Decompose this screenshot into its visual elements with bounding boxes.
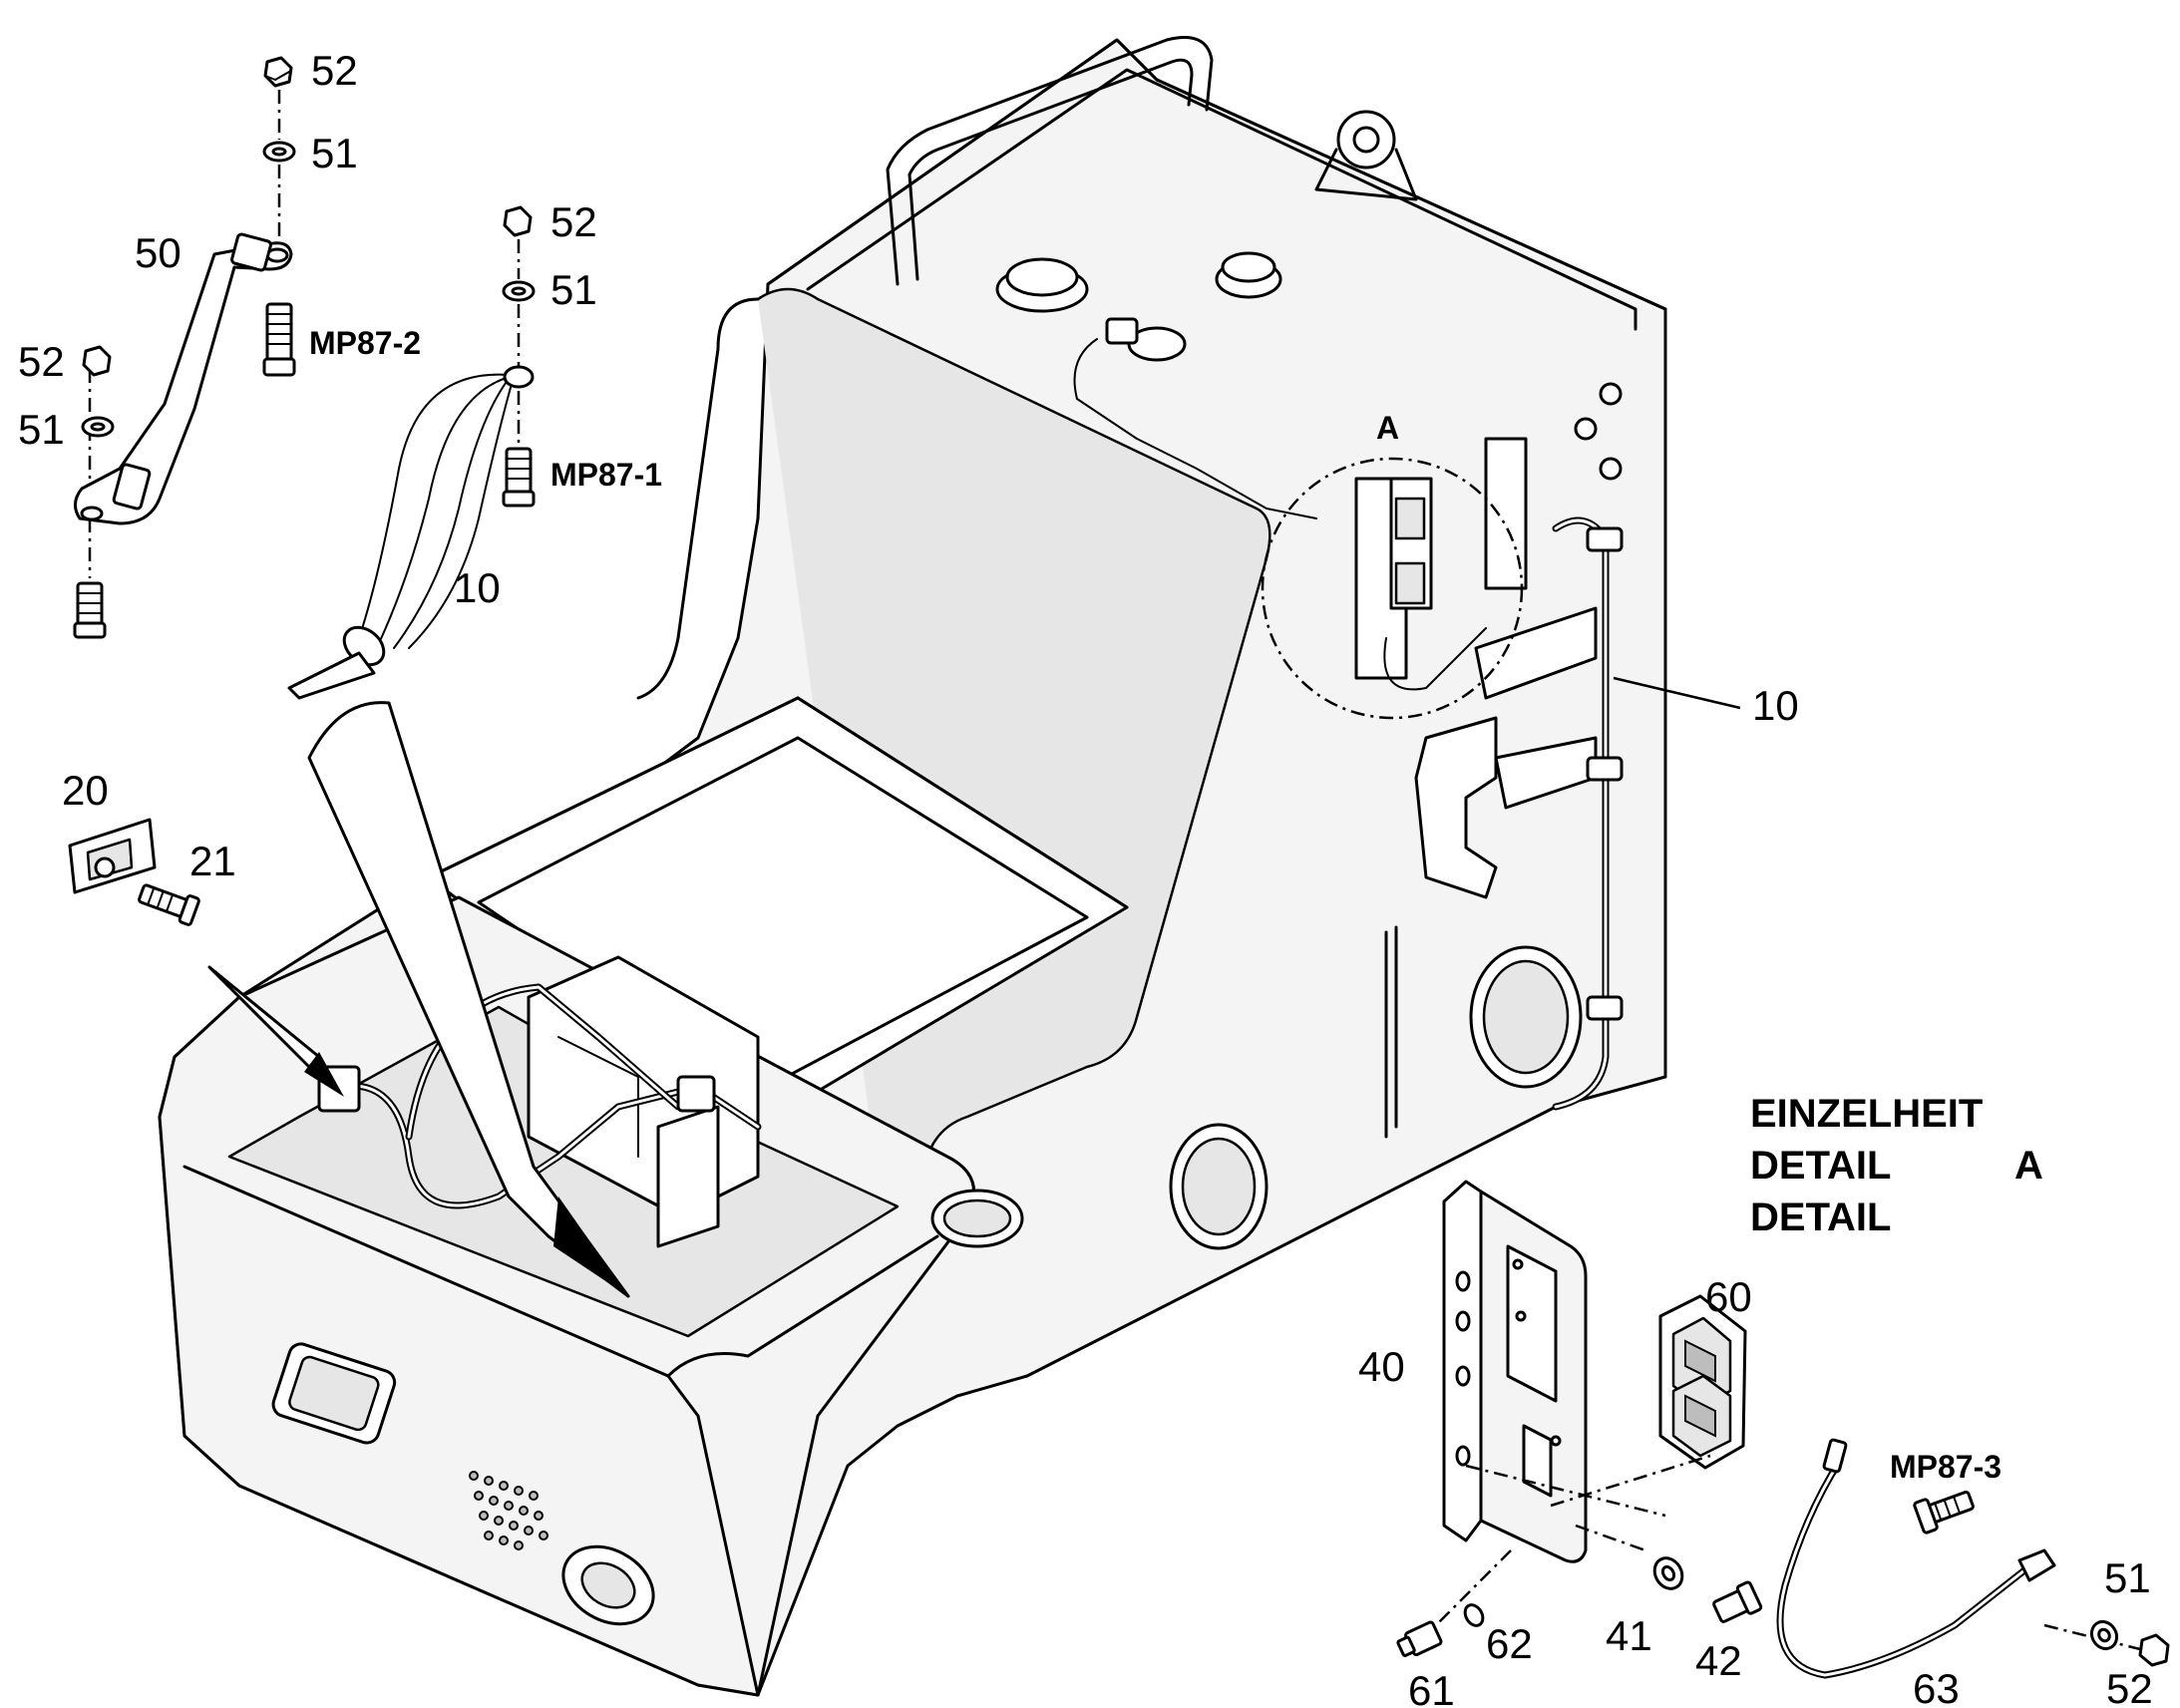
clamp-assembly: 20 21: [62, 767, 236, 926]
label-clamp-20: 20: [62, 767, 109, 814]
pointer-arrow: [207, 701, 630, 1298]
detail-title-line3: DETAIL: [1750, 1196, 1891, 1239]
bracket-icon: [1442, 1180, 1483, 1542]
connector-icon: [1658, 1294, 1747, 1470]
screw-icon: [502, 447, 536, 508]
label-nut-61: 61: [1408, 1667, 1455, 1708]
detail-callout-a: A: [1261, 410, 1524, 720]
detail-title-ref: A: [2014, 1144, 2043, 1188]
label-nut-52-br: 52: [2106, 1665, 2153, 1708]
screw-icon: [1913, 1490, 1975, 1535]
label-washer-51-mid: 51: [550, 266, 597, 313]
label-bracket-40: 40: [1358, 1343, 1405, 1390]
machine-chassis: [158, 36, 1667, 1697]
detail-title-line1: EINZELHEIT: [1750, 1092, 1983, 1136]
bolt-icon: [1712, 1580, 1763, 1623]
label-harness-10-left: 10: [454, 564, 501, 611]
label-harness-10-right: 10: [1752, 682, 1799, 729]
label-screw-21: 21: [189, 838, 236, 884]
label-washer-62: 62: [1486, 1620, 1533, 1667]
label-cable-63: 63: [1913, 1665, 1960, 1708]
label-nut-52-left: 52: [18, 338, 65, 385]
screw-icon: [138, 883, 200, 926]
detail-marker-label: A: [1376, 410, 1399, 446]
label-strap-50: 50: [135, 229, 182, 276]
label-nut-52-top: 52: [311, 47, 358, 94]
label-screw-mp87-2: MP87-2: [309, 325, 421, 361]
label-screw-mp87-3: MP87-3: [1890, 1449, 2001, 1485]
washer-icon: [1463, 1603, 1485, 1627]
nut-icon: [82, 345, 112, 377]
label-washer-51-left: 51: [18, 406, 65, 453]
label-washer-51-br: 51: [2104, 1554, 2151, 1601]
label-screw-mp87-1: MP87-1: [550, 457, 662, 493]
label-washer-41: 41: [1606, 1612, 1652, 1659]
detail-title-block: EINZELHEIT DETAIL A DETAIL: [1750, 1092, 2043, 1239]
screw-icon: [262, 302, 296, 377]
nut-icon: [1396, 1620, 1443, 1657]
label-bolt-42: 42: [1695, 1637, 1742, 1684]
screw-icon: [73, 581, 107, 639]
ground-strap-assembly: 52 51 50 MP87-2 52 51: [18, 47, 421, 639]
label-nut-52-mid: 52: [550, 198, 597, 245]
label-washer-51-top: 51: [311, 130, 358, 176]
detail-title-line2: DETAIL: [1750, 1144, 1891, 1188]
vent-grid: [469, 1471, 548, 1550]
leader-harness-10-right: [1613, 676, 1741, 710]
nut-icon: [503, 205, 533, 237]
detail-a-parts: 40 60 41 42 62 61: [1358, 1180, 2170, 1708]
label-connector-60: 60: [1705, 1273, 1752, 1320]
nut-icon: [2138, 1633, 2170, 1667]
harness-assembly-left: 52 51 MP87-1 10: [287, 198, 662, 700]
